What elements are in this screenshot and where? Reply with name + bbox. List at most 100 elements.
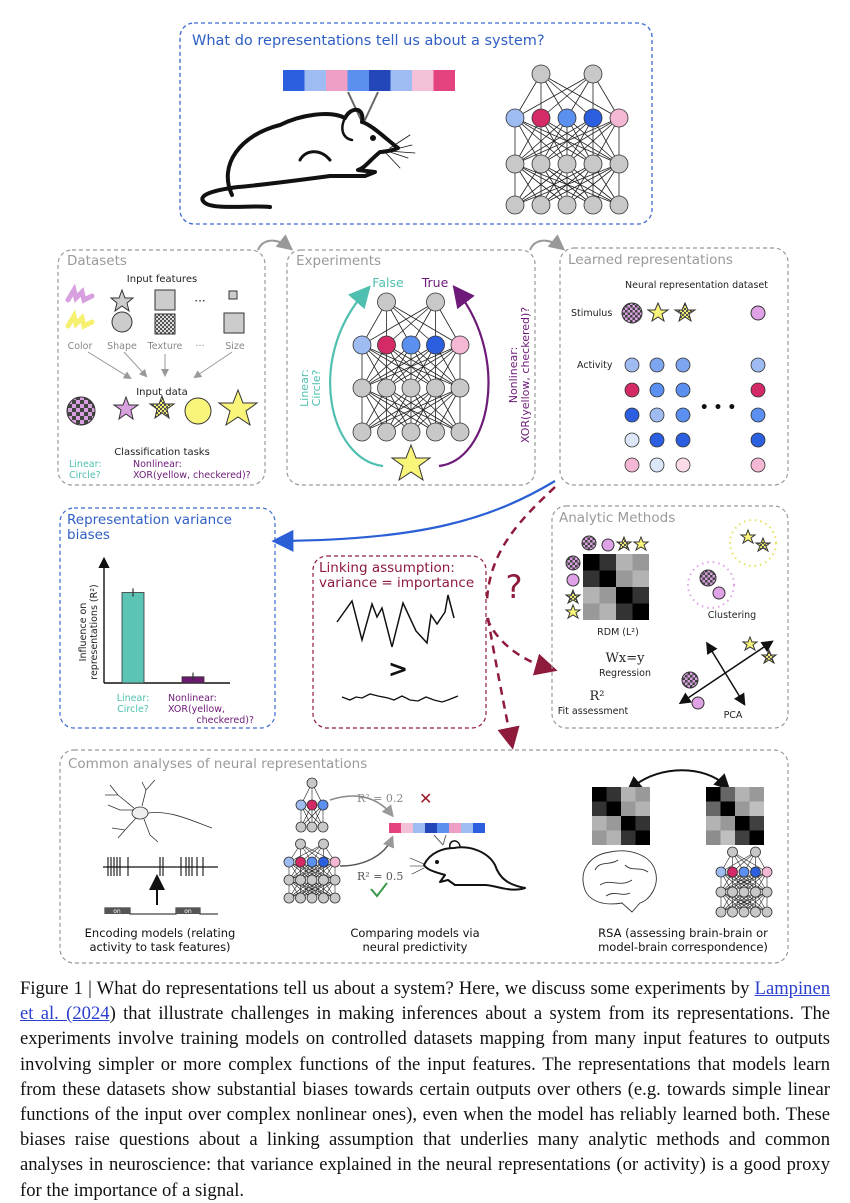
common-title: Common analyses of neural representation… bbox=[68, 756, 367, 772]
activity-grid bbox=[624, 357, 766, 473]
network-node bbox=[426, 292, 445, 312]
features-ellipsis: ··· bbox=[194, 294, 205, 308]
rsa-model-network bbox=[715, 846, 773, 918]
activity-cell bbox=[425, 823, 437, 833]
rdm-cell bbox=[592, 787, 607, 802]
activity-node bbox=[649, 382, 665, 398]
rdm-cell bbox=[735, 830, 750, 845]
exp-nonlinear-label: Nonlinear: bbox=[507, 347, 520, 404]
network-edge bbox=[514, 163, 594, 206]
network-edge bbox=[361, 387, 461, 433]
exp-xor-label: XOR(yellow, checkered)? bbox=[519, 307, 532, 443]
neuron-illustration bbox=[105, 779, 213, 843]
activity-cell bbox=[326, 70, 348, 91]
network-edge bbox=[288, 879, 324, 899]
stimulus-checkered-star bbox=[673, 301, 697, 323]
network-node bbox=[317, 821, 329, 833]
rsa-compare-arrow bbox=[626, 769, 731, 793]
activity-node bbox=[675, 457, 691, 473]
brain-illustration bbox=[582, 850, 657, 913]
rdm-cell bbox=[735, 787, 750, 802]
activity-cell bbox=[473, 823, 485, 833]
activity-node bbox=[675, 382, 691, 398]
rsa-brain-rdm bbox=[592, 787, 650, 845]
network-node bbox=[306, 892, 318, 904]
rdm-cell bbox=[616, 603, 633, 620]
network-edge bbox=[514, 163, 568, 206]
input-large-yellow-star bbox=[217, 388, 259, 427]
network-node bbox=[318, 874, 329, 886]
rdm-cell bbox=[720, 787, 735, 802]
network-node bbox=[352, 422, 372, 442]
network-node bbox=[295, 838, 306, 850]
network-node bbox=[377, 292, 396, 312]
rdm-cell bbox=[621, 816, 636, 831]
activity-cell bbox=[390, 70, 412, 91]
network-node bbox=[738, 906, 750, 918]
activity-node bbox=[750, 407, 766, 423]
on-label-1: on bbox=[113, 908, 121, 915]
greater-than-symbol: > bbox=[388, 655, 408, 683]
network-node bbox=[761, 906, 773, 918]
activity-cell bbox=[437, 823, 449, 833]
spike-train bbox=[107, 857, 204, 876]
network-edge bbox=[410, 387, 461, 433]
network-node bbox=[306, 874, 318, 886]
rdm-label: RDM (L²) bbox=[597, 627, 639, 638]
network-node bbox=[505, 108, 525, 128]
network-node bbox=[505, 154, 525, 174]
star-shape-icon bbox=[109, 288, 135, 313]
on-block-2 bbox=[176, 908, 200, 914]
activity-node bbox=[624, 357, 640, 373]
network-node bbox=[450, 335, 470, 355]
plain-texture-icon bbox=[154, 289, 176, 311]
rdm-cell bbox=[632, 570, 649, 587]
neural-activity-bar bbox=[283, 70, 455, 91]
high-variance-signal bbox=[336, 594, 455, 648]
network-edge bbox=[566, 163, 620, 206]
on-label-2: on bbox=[184, 908, 192, 915]
experiment-network-icon bbox=[352, 292, 470, 442]
network-edge bbox=[410, 344, 461, 389]
experiment-input-star bbox=[390, 443, 432, 482]
network-node bbox=[715, 906, 727, 918]
rdm-matrix bbox=[583, 554, 649, 620]
network-node bbox=[426, 335, 445, 355]
rdm-cell bbox=[606, 830, 621, 845]
chart-x-linear-line1: Linear: bbox=[117, 693, 150, 704]
biases-title-line2: biases bbox=[67, 527, 110, 543]
datasets-title: Datasets bbox=[67, 253, 127, 269]
network-node bbox=[295, 856, 306, 868]
check-icon bbox=[370, 882, 388, 898]
input-data-label: Input data bbox=[136, 387, 188, 398]
mouse-illustration bbox=[200, 107, 416, 209]
network-node bbox=[609, 108, 629, 128]
classification-tasks-label: Classification tasks bbox=[114, 447, 210, 458]
citation-link[interactable]: Lampinen et al. (2024 bbox=[20, 978, 830, 1025]
network-edge bbox=[361, 387, 436, 433]
activity-cell bbox=[369, 70, 391, 91]
fit-assessment-label: Fit assessment bbox=[558, 706, 629, 717]
linking-title-line1: Linking assumption: bbox=[319, 560, 455, 576]
network-edge bbox=[386, 344, 461, 389]
network-node bbox=[583, 154, 603, 174]
network-edge bbox=[720, 851, 756, 873]
compare-activity-bar bbox=[389, 823, 485, 833]
linking-title-line2: variance = importance bbox=[319, 575, 474, 591]
network-edge bbox=[361, 344, 412, 389]
network-node bbox=[761, 866, 773, 878]
exp-linear-label: Linear: bbox=[298, 369, 311, 407]
network-node bbox=[329, 892, 341, 904]
mouse-small-illustration bbox=[409, 840, 526, 891]
r2-high-value: R² = 0.5 bbox=[357, 870, 403, 883]
network-edge bbox=[386, 387, 461, 433]
bar-0 bbox=[121, 592, 145, 684]
chart-x-nonlinear-line3: checkered)? bbox=[196, 715, 254, 726]
biases-title-line1: Representation variance bbox=[67, 512, 232, 528]
rdm-cell bbox=[706, 816, 721, 831]
network-edge bbox=[288, 843, 324, 863]
network-node bbox=[557, 154, 577, 174]
network-node bbox=[306, 856, 318, 868]
activity-cell bbox=[283, 70, 305, 91]
